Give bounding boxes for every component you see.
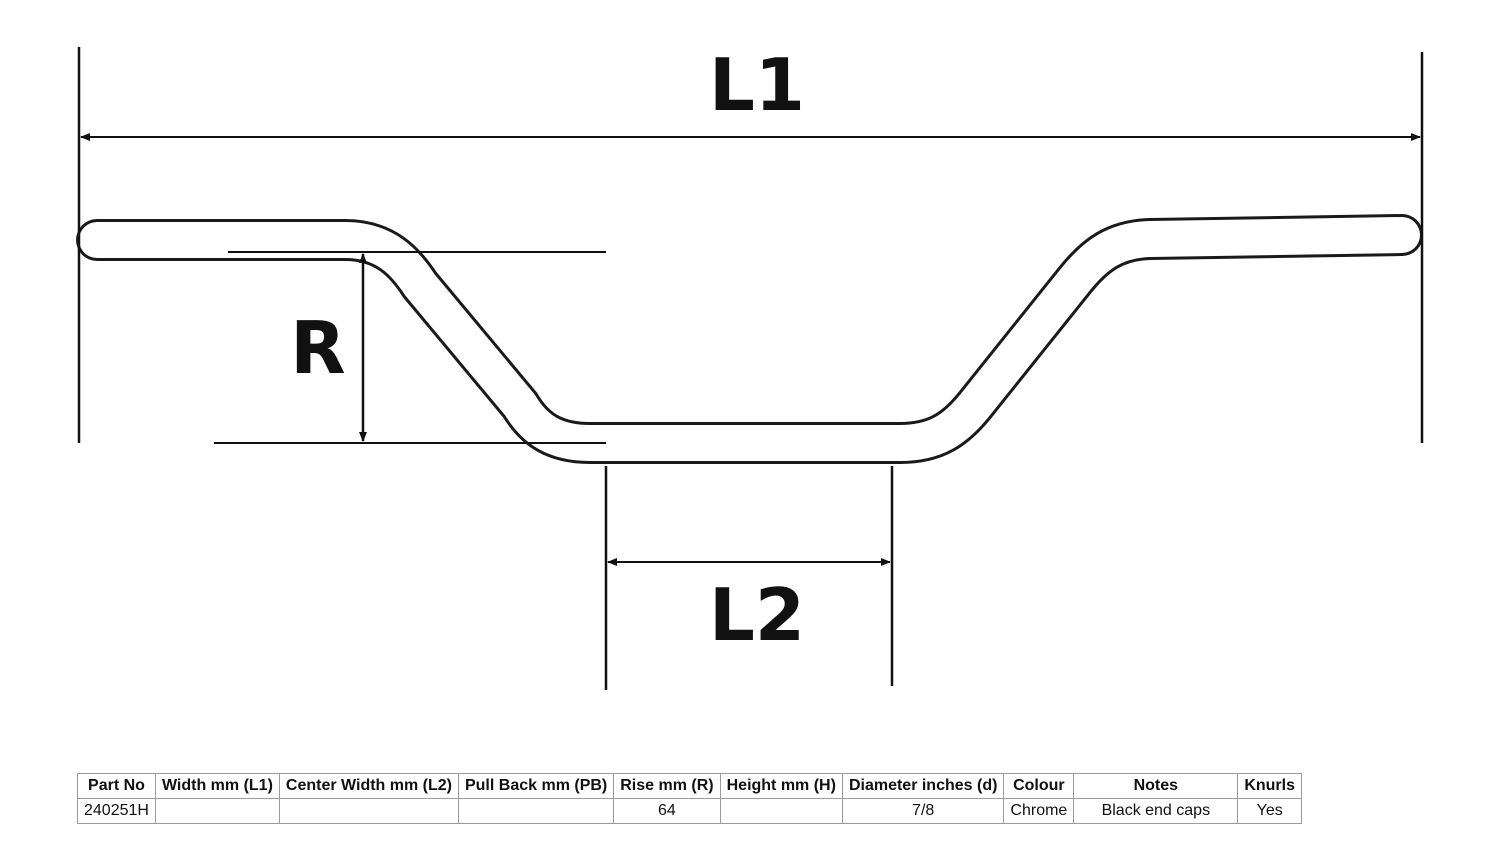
header-notes: Notes: [1073, 773, 1239, 799]
handlebar-outline: [76, 214, 1423, 464]
cell-center-width: [278, 798, 459, 824]
header-colour: Colour: [1003, 773, 1075, 799]
header-part-no: Part No: [77, 773, 156, 799]
header-width: Width mm (L1): [154, 773, 280, 799]
cell-height: [719, 798, 843, 824]
table-row: 240251H 64 7/8 Chrome Black end caps Yes: [77, 798, 1302, 824]
header-center-width: Center Width mm (L2): [278, 773, 459, 799]
cell-diameter: 7/8: [841, 798, 1005, 824]
header-pull-back: Pull Back mm (PB): [457, 773, 615, 799]
cell-notes: Black end caps: [1073, 798, 1239, 824]
header-height: Height mm (H): [719, 773, 843, 799]
cell-part-no: 240251H: [77, 798, 156, 824]
l2-label: L2: [709, 573, 805, 657]
cell-width: [154, 798, 280, 824]
cell-rise: 64: [613, 798, 721, 824]
header-rise: Rise mm (R): [613, 773, 721, 799]
l1-label: L1: [709, 43, 805, 127]
rise-label: R: [290, 306, 345, 390]
header-diameter: Diameter inches (d): [841, 773, 1005, 799]
spec-table: Part No Width mm (L1) Center Width mm (L…: [77, 773, 1302, 824]
cell-colour: Chrome: [1003, 798, 1075, 824]
cell-knurls: Yes: [1237, 798, 1302, 824]
header-knurls: Knurls: [1237, 773, 1302, 799]
cell-pull-back: [457, 798, 615, 824]
table-header-row: Part No Width mm (L1) Center Width mm (L…: [77, 773, 1302, 799]
